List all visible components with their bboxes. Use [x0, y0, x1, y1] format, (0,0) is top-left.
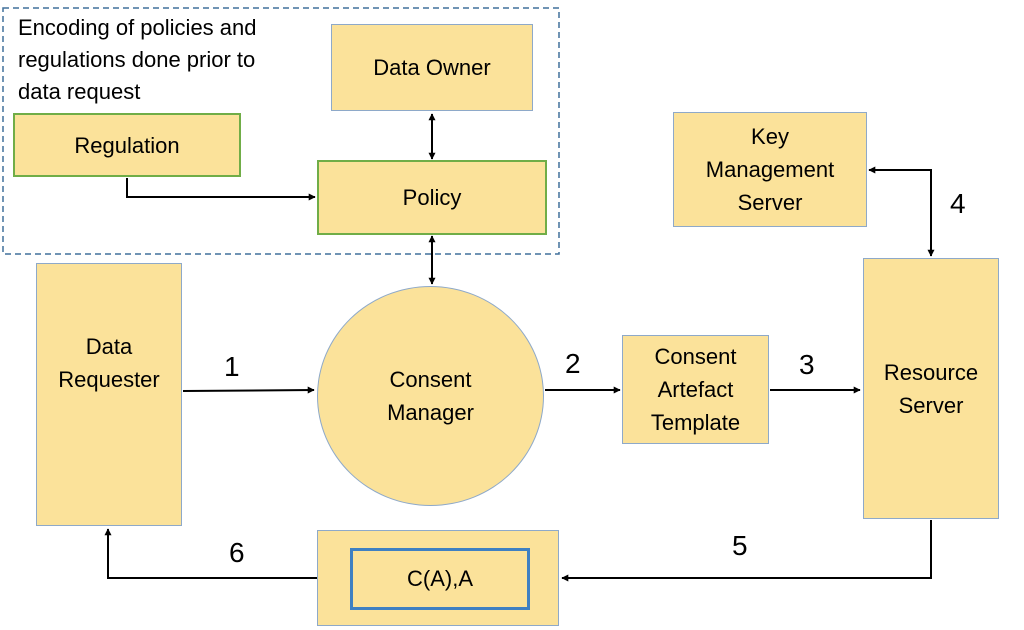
step-label-6: 6	[229, 537, 245, 568]
policy-box: Policy	[317, 160, 547, 235]
ca-output-label: C(A),A	[407, 566, 473, 591]
regulation-box: Regulation	[13, 113, 241, 177]
step-label-5: 5	[732, 530, 748, 561]
consent-artefact-template-label: Consent Artefact Template	[650, 344, 741, 435]
data-owner-box: Data Owner	[331, 24, 533, 111]
consent-artefact-template-box: Consent Artefact Template	[622, 335, 769, 444]
step-label-3: 3	[799, 349, 815, 380]
key-management-server-label: Key Management Server	[705, 124, 835, 215]
resource-server-box: Resource Server	[863, 258, 999, 519]
data-requester-label: Data Requester	[58, 334, 160, 392]
key-management-server-box: Key Management Server	[673, 112, 867, 227]
step-label-1: 1	[224, 351, 240, 382]
ca-output-box: C(A),A	[350, 548, 530, 610]
arrow-step-5	[561, 520, 932, 582]
policy-label: Policy	[402, 185, 462, 210]
arrow-regulation-policy	[126, 178, 316, 201]
step-label-4: 4	[950, 188, 966, 219]
step-label-2: 2	[565, 348, 581, 379]
arrow-step-6	[104, 528, 317, 579]
policy-encoding-region	[2, 7, 560, 255]
regulation-label: Regulation	[74, 132, 180, 158]
data-requester-box: Data Requester	[36, 263, 182, 526]
arrow-step-4	[868, 166, 935, 257]
resource-server-label: Resource Server	[883, 360, 979, 418]
consent-manager-label: Consent Manager	[387, 367, 474, 425]
encoding-note: Encoding of policies and regulations don…	[18, 15, 257, 104]
data-owner-label: Data Owner	[373, 55, 491, 80]
consent-manager-node: Consent Manager	[317, 286, 544, 506]
arrow-step-1	[182, 386, 315, 394]
